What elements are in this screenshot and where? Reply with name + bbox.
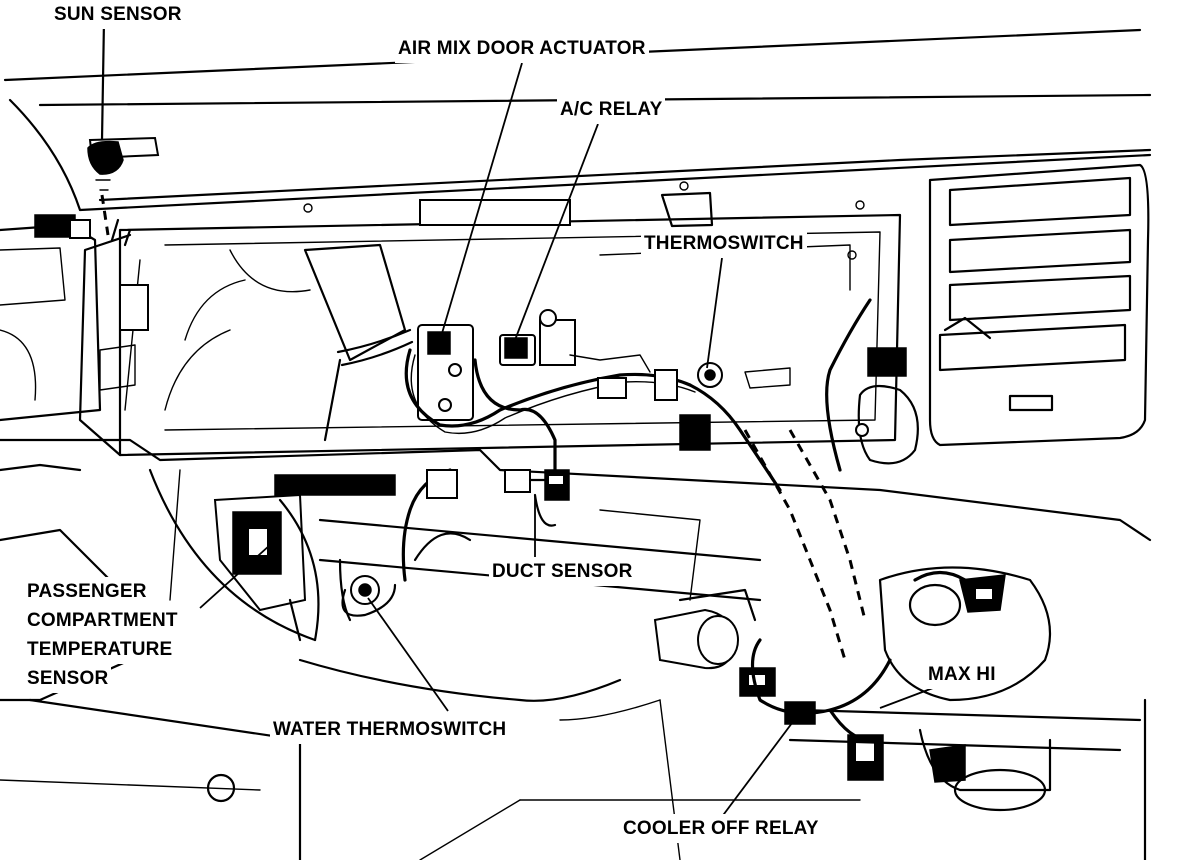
sun-sensor-leader (100, 18, 106, 142)
sun-sensor-body (87, 140, 124, 175)
thermoswitch-plug (679, 414, 711, 451)
air-mix-connector (427, 331, 451, 355)
label-thermoswitch: THERMOSWITCH (641, 229, 807, 258)
blower-housing (229, 249, 311, 293)
label-passenger-line2: COMPARTMENT (24, 606, 181, 635)
upper-vent-slot (419, 199, 571, 226)
thermoswitch-leader (706, 257, 723, 369)
label-passenger-line3: TEMPERATURE (24, 635, 176, 664)
label-passenger-line1: PASSENGER (24, 577, 150, 606)
cooler-off-leader (717, 714, 799, 823)
vent-louver-1 (948, 176, 1132, 227)
label-ac-relay: A/C RELAY (557, 95, 666, 124)
lower-pipe (318, 518, 762, 562)
air-duct (303, 243, 407, 362)
relay-bracket (539, 319, 576, 366)
glovebox-opening (118, 213, 902, 457)
label-air-mix-door-actuator: AIR MIX DOOR ACTUATOR (395, 34, 649, 63)
air-mix-leader (439, 62, 523, 341)
label-passenger-line4: SENSOR (24, 664, 112, 693)
label-cooler-off-relay: COOLER OFF RELAY (620, 814, 822, 843)
vent-louver-2 (948, 228, 1132, 274)
max-hi-leader (879, 687, 934, 709)
duct-sensor-bracket (504, 469, 531, 493)
vent-slot (1008, 394, 1054, 412)
blower-motor-housing (878, 566, 1052, 702)
dash-rim (98, 148, 1152, 202)
vent-side-connector (867, 347, 907, 377)
dash-upper-panel (8, 98, 1152, 212)
label-sun-sensor: SUN SENSOR (51, 0, 185, 29)
passenger-sensor-leader (199, 544, 271, 609)
left-bracket (119, 284, 149, 331)
vent-louver-3 (948, 274, 1132, 322)
label-water-thermoswitch: WATER THERMOSWITCH (270, 715, 510, 744)
right-vent-housing (928, 163, 1150, 447)
label-duct-sensor: DUCT SENSOR (489, 557, 636, 586)
label-max-hi: MAX HI (925, 660, 999, 689)
glovebox-inner (164, 231, 881, 431)
lower-dash-edge (0, 438, 1152, 542)
harness-connector (597, 377, 627, 399)
vent-louver-4 (938, 323, 1127, 372)
ac-relay-leader (514, 123, 599, 341)
left-glovebox-wall (78, 233, 132, 457)
water-thermoswitch-leader (367, 597, 449, 712)
right-harness-dashed (743, 429, 847, 661)
